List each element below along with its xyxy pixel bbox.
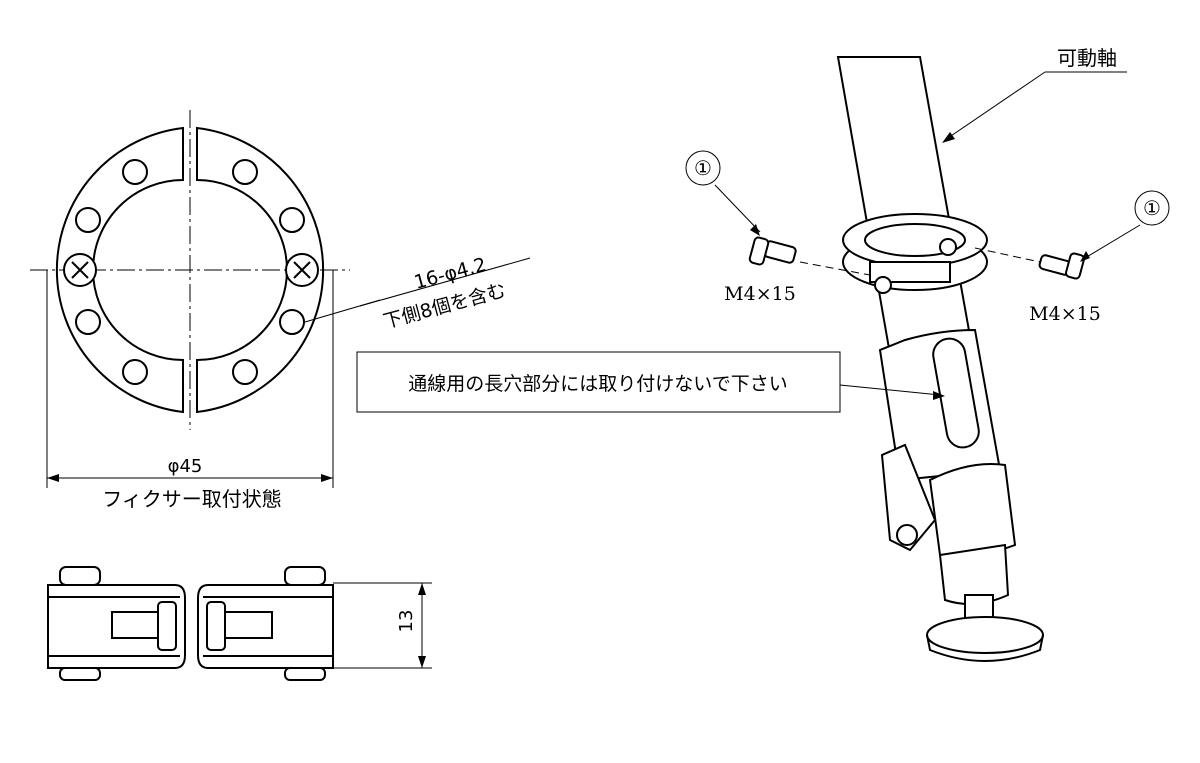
side-view (47, 566, 334, 681)
screw-label-left: M4×15 (724, 283, 796, 305)
top-view-title: フィクサー取付状態 (102, 487, 282, 511)
shaft-label: 可動軸 (1057, 46, 1117, 70)
screw-head-icon (63, 253, 319, 287)
part-number-left: ① (694, 156, 712, 180)
hole-note-line2: 下側8個を含む (381, 279, 508, 333)
warning-note: 通線用の長穴部分には取り付けないで下さい (408, 373, 787, 395)
mounting-holes (75, 159, 305, 385)
screw-left (748, 236, 797, 266)
diameter-label: φ45 (168, 456, 203, 477)
warning-note-box (356, 351, 841, 413)
part-number-circle (1134, 190, 1170, 226)
assembly-view (836, 56, 1044, 662)
part-number-right: ① (1143, 196, 1161, 220)
height-label: 13 (396, 610, 417, 633)
part-number-circle (685, 150, 721, 186)
top-view-ring (30, 110, 350, 430)
screw-right (1038, 252, 1085, 280)
screw-label-right: M4×15 (1029, 303, 1101, 325)
